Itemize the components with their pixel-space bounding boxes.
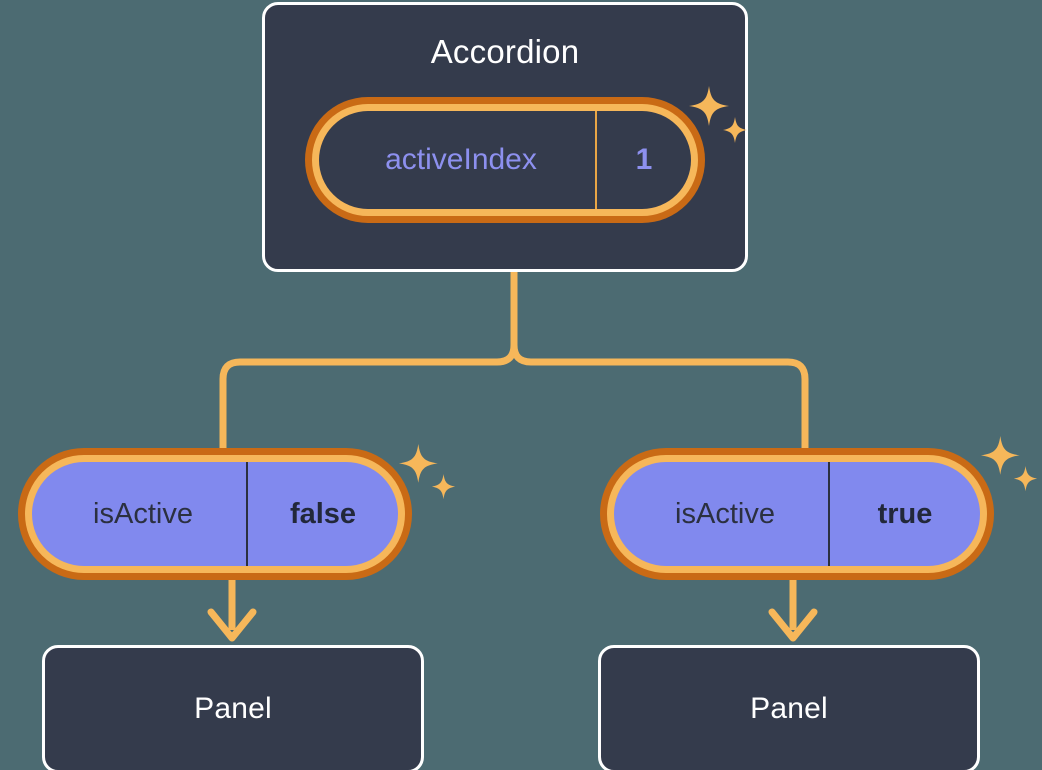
arrow-down-icon-right <box>768 608 818 642</box>
component-node-panel-left[interactable]: Panel <box>42 645 424 770</box>
sparkle-star-large <box>398 443 438 483</box>
prop-pill-key-is-active-right: isActive <box>675 497 775 530</box>
state-pill-active-index[interactable]: activeIndex 1 <box>312 104 698 216</box>
prop-pill-is-active-right[interactable]: isActive true <box>607 455 987 573</box>
prop-pill-key-is-active-left: isActive <box>93 497 193 530</box>
arrow-down-icon-left <box>207 608 257 642</box>
state-pill-key-active-index: activeIndex <box>385 143 537 176</box>
state-pill-value-active-index: 1 <box>595 111 691 209</box>
prop-pill-is-active-left[interactable]: isActive false <box>25 455 405 573</box>
sparkles-icon-left <box>398 443 456 500</box>
prop-pill-value-is-active-left: false <box>246 462 398 566</box>
prop-pill-inner-left: isActive false <box>32 462 398 566</box>
panel-node-title-left: Panel <box>194 692 272 725</box>
sparkle-star-small <box>1013 466 1038 492</box>
connector-tree-path-right <box>510 268 809 459</box>
sparkle-star-small <box>431 474 456 500</box>
accordion-node-title: Accordion <box>430 33 580 70</box>
sparkle-star-large <box>980 435 1020 475</box>
component-node-panel-right[interactable]: Panel <box>598 645 980 770</box>
panel-node-title-right: Panel <box>750 692 828 725</box>
prop-pill-value-is-active-right: true <box>828 462 980 566</box>
prop-pill-inner-right: isActive true <box>614 462 980 566</box>
sparkles-icon-right <box>980 435 1038 492</box>
connector-tree-path <box>219 268 518 459</box>
state-pill-inner: activeIndex 1 <box>319 111 691 209</box>
